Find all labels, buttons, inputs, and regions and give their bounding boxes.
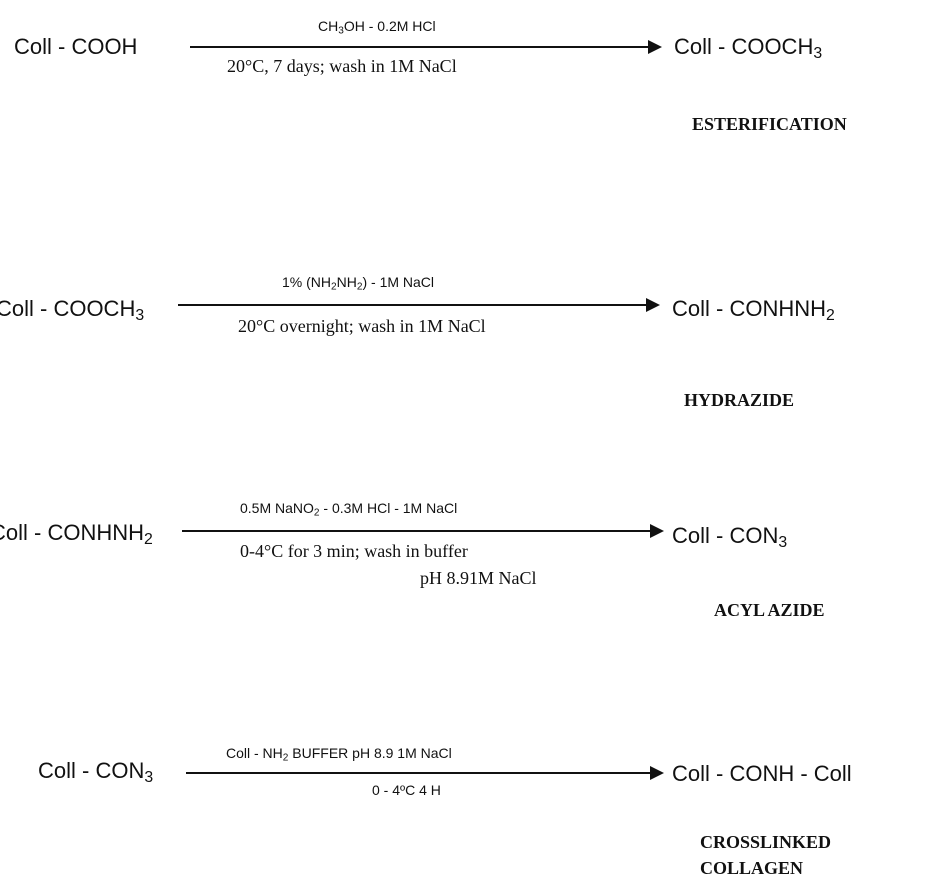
reactant-coll-con3: Coll - CON3 [38, 758, 154, 786]
conditions-crosslink: 0 - 4ºC 4 H [372, 782, 441, 798]
conditions-acyl-azide-line2: pH 8.91M NaCl [420, 568, 537, 588]
reaction-arrow-esterification [190, 40, 662, 54]
reaction-arrow-acyl-azide [182, 524, 664, 538]
reaction-arrow-hydrazide [178, 298, 660, 312]
reagent-crosslink: Coll - NH2 BUFFER pH 8.9 1M NaCl [226, 745, 452, 764]
product-coll-conhnh2: Coll - CONHNH2 [672, 296, 835, 324]
label-acyl-azide: ACYL AZIDE [714, 600, 825, 620]
label-esterification: ESTERIFICATION [692, 114, 847, 134]
reagent-hydrazide: 1% (NH2NH2) - 1M NaCl [282, 274, 435, 293]
product-coll-cooch3: Coll - COOCH3 [674, 34, 823, 62]
reaction-arrow-crosslink [186, 766, 664, 780]
conditions-esterification: 20°C, 7 days; wash in 1M NaCl [227, 56, 457, 76]
reactant-coll-cooh: Coll - COOH [14, 34, 138, 59]
product-coll-con3: Coll - CON3 [672, 523, 788, 551]
conditions-acyl-azide: 0-4°C for 3 min; wash in buffer [240, 541, 468, 561]
label-hydrazide: HYDRAZIDE [684, 390, 795, 410]
label-crosslinked: CROSSLINKED [700, 832, 832, 852]
reactant-coll-cooch3: Coll - COOCH3 [0, 296, 145, 324]
conditions-hydrazide: 20°C overnight; wash in 1M NaCl [238, 316, 486, 336]
label-collagen: COLLAGEN [700, 858, 804, 878]
reagent-esterification: CH3OH - 0.2M HCl [318, 18, 436, 37]
product-crosslinked: Coll - CONH - Coll [672, 761, 852, 786]
reagent-acyl-azide: 0.5M NaNO2 - 0.3M HCl - 1M NaCl [240, 500, 458, 519]
reactant-coll-conhnh2: Coll - CONHNH2 [0, 520, 153, 548]
